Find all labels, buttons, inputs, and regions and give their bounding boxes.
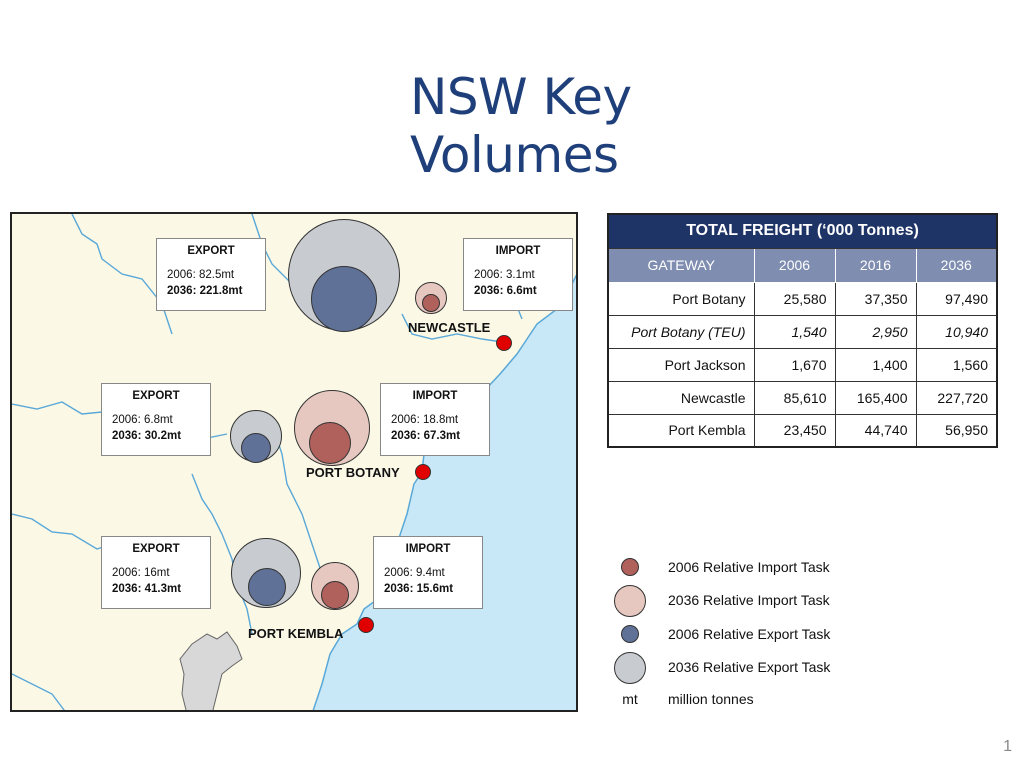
table-header-row: GATEWAY 2006 2016 2036 xyxy=(607,247,998,283)
legend-symbol xyxy=(612,652,648,684)
table-row: Port Jackson 1,670 1,400 1,560 xyxy=(607,347,998,382)
callout-2036-value: 2036: 221.8mt xyxy=(167,285,243,297)
value-2006-cell: 1,540 xyxy=(753,314,836,349)
value-2016-cell: 165,400 xyxy=(834,380,917,415)
callout-heading: EXPORT xyxy=(132,390,180,402)
act-region xyxy=(179,631,243,710)
column-header-2036: 2036 xyxy=(915,247,998,283)
callout-2006-value: 2006: 16mt xyxy=(112,567,170,579)
kembla-export-2006-bubble xyxy=(248,568,286,606)
kembla-import-2006-bubble xyxy=(321,581,349,609)
value-2036-cell: 1,560 xyxy=(915,347,998,382)
callout-2036-value: 2036: 30.2mt xyxy=(112,430,182,442)
slide-title: NSW Key Volumes xyxy=(410,68,632,184)
column-header-2016: 2016 xyxy=(834,247,917,283)
export-2006-legend-icon xyxy=(621,625,639,643)
value-2006-cell: 1,670 xyxy=(753,347,836,382)
legend-label: million tonnes xyxy=(668,691,754,707)
botany-export-2006-bubble xyxy=(241,433,271,463)
value-2036-cell: 227,720 xyxy=(915,380,998,415)
callout-2006-value: 2006: 6.8mt xyxy=(112,414,173,426)
newcastle-marker[interactable] xyxy=(496,335,512,351)
legend-label: 2036 Relative Import Task xyxy=(668,592,830,608)
gateway-cell: Port Kembla xyxy=(607,413,755,448)
botany-import-2006-bubble xyxy=(309,422,351,464)
callout-heading: IMPORT xyxy=(412,390,458,402)
value-2006-cell: 23,450 xyxy=(753,413,836,448)
column-header-gateway: GATEWAY xyxy=(607,247,755,283)
callout-2036-value: 2036: 67.3mt xyxy=(391,430,461,442)
table-title: TOTAL FREIGHT (‘000 Tonnes) xyxy=(607,213,998,249)
legend-symbol xyxy=(612,585,648,617)
newcastle-import-callout: IMPORT 2006: 3.1mt 2036: 6.6mt xyxy=(463,238,573,311)
botany-export-callout: EXPORT 2006: 6.8mt 2036: 30.2mt xyxy=(101,383,211,456)
callout-2036-value: 2036: 15.6mt xyxy=(384,583,454,595)
port-botany-label: PORT BOTANY xyxy=(306,465,400,480)
value-2036-cell: 97,490 xyxy=(915,281,998,316)
newcastle-export-callout: EXPORT 2006: 82.5mt 2036: 221.8mt xyxy=(156,238,266,311)
callout-2006-value: 2006: 3.1mt xyxy=(474,269,535,281)
callout-2006-value: 2006: 82.5mt xyxy=(167,269,235,281)
table-row: Newcastle 85,610 165,400 227,720 xyxy=(607,380,998,415)
callout-heading: IMPORT xyxy=(495,245,541,257)
total-freight-table: TOTAL FREIGHT (‘000 Tonnes) GATEWAY 2006… xyxy=(607,213,998,448)
value-2016-cell: 44,740 xyxy=(834,413,917,448)
legend-label: 2006 Relative Export Task xyxy=(668,626,831,642)
gateway-cell: Port Botany xyxy=(607,281,755,316)
gateway-cell: Port Jackson xyxy=(607,347,755,382)
callout-heading: IMPORT xyxy=(405,543,451,555)
legend-item: 2006 Relative Export Task xyxy=(612,619,830,649)
legend-label: 2036 Relative Export Task xyxy=(668,659,831,675)
mt-abbreviation: mt xyxy=(622,691,638,707)
column-header-2006: 2006 xyxy=(753,247,836,283)
legend-item: mt million tonnes xyxy=(612,684,753,714)
newcastle-import-2006-bubble xyxy=(422,294,440,312)
port-kembla-label: PORT KEMBLA xyxy=(248,626,344,641)
nsw-map: NEWCASTLE PORT BOTANY PORT KEMBLA EXPORT… xyxy=(10,212,578,712)
export-2036-legend-icon xyxy=(614,652,646,684)
legend-item: 2036 Relative Import Task xyxy=(612,585,830,617)
callout-2036-value: 2036: 6.6mt xyxy=(474,285,537,297)
value-2016-cell: 2,950 xyxy=(834,314,917,349)
kembla-import-callout: IMPORT 2006: 9.4mt 2036: 15.6mt xyxy=(373,536,483,609)
newcastle-export-2006-bubble xyxy=(311,266,377,332)
newcastle-label: NEWCASTLE xyxy=(408,320,491,335)
botany-import-callout: IMPORT 2006: 18.8mt 2036: 67.3mt xyxy=(380,383,490,456)
port-botany-marker[interactable] xyxy=(415,464,431,480)
callout-2006-value: 2006: 18.8mt xyxy=(391,414,459,426)
callout-heading: EXPORT xyxy=(132,543,180,555)
page-number: 1 xyxy=(1003,738,1012,755)
value-2036-cell: 10,940 xyxy=(915,314,998,349)
value-2036-cell: 56,950 xyxy=(915,413,998,448)
legend-symbol xyxy=(612,552,648,582)
table-row: Port Kembla 23,450 44,740 56,950 xyxy=(607,413,998,448)
value-2016-cell: 1,400 xyxy=(834,347,917,382)
table-title-row: TOTAL FREIGHT (‘000 Tonnes) xyxy=(607,213,998,249)
import-2006-legend-icon xyxy=(621,558,639,576)
table-row: Port Botany (TEU) 1,540 2,950 10,940 xyxy=(607,314,998,349)
callout-2036-value: 2036: 41.3mt xyxy=(112,583,182,595)
callout-2006-value: 2006: 9.4mt xyxy=(384,567,445,579)
gateway-cell: Port Botany (TEU) xyxy=(607,314,755,349)
legend-item: 2006 Relative Import Task xyxy=(612,552,830,582)
coastline xyxy=(312,274,576,710)
legend-symbol xyxy=(612,619,648,649)
legend-symbol: mt xyxy=(612,684,648,714)
value-2006-cell: 25,580 xyxy=(753,281,836,316)
table-row: Port Botany 25,580 37,350 97,490 xyxy=(607,281,998,316)
legend-label: 2006 Relative Import Task xyxy=(668,559,830,575)
port-kembla-marker[interactable] xyxy=(358,617,374,633)
callout-heading: EXPORT xyxy=(187,245,235,257)
legend-item: 2036 Relative Export Task xyxy=(612,652,830,684)
value-2006-cell: 85,610 xyxy=(753,380,836,415)
gateway-cell: Newcastle xyxy=(607,380,755,415)
kembla-export-callout: EXPORT 2006: 16mt 2036: 41.3mt xyxy=(101,536,211,609)
import-2036-legend-icon xyxy=(614,585,646,617)
value-2016-cell: 37,350 xyxy=(834,281,917,316)
